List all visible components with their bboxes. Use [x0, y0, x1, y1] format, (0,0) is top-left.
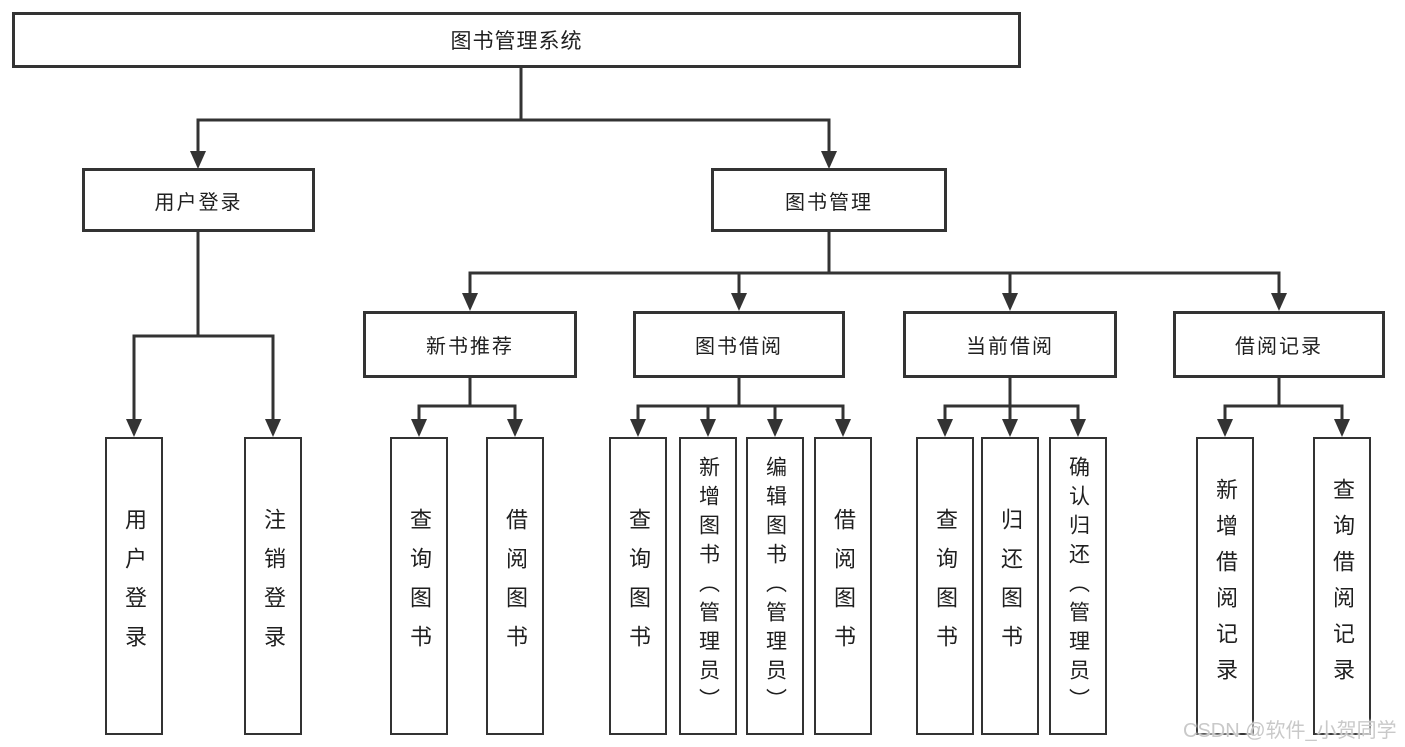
- leaf-current-query-books: 查询图书: [916, 437, 974, 735]
- node-user-login-label: 用户登录: [154, 191, 243, 214]
- node-book-management: 图书管理: [711, 168, 947, 232]
- node-book-borrow: 图书借阅: [633, 311, 845, 378]
- leaf-add-borrow-record-label: 新增借阅记录: [1213, 478, 1238, 694]
- node-borrow-records: 借阅记录: [1173, 311, 1385, 378]
- node-new-book-recommend-label: 新书推荐: [426, 336, 514, 358]
- leaf-borrow-query-books-label: 查询图书: [626, 508, 651, 664]
- node-root: 图书管理系统: [12, 12, 1021, 68]
- leaf-confirm-return-admin-label: 确认归还（管理员）: [1066, 455, 1090, 717]
- leaf-edit-books-admin-label: 编辑图书（管理员）: [763, 455, 787, 717]
- watermark-text: CSDN @软件_小贺同学: [1183, 720, 1397, 742]
- leaf-newbooks-borrow-books-label: 借阅图书: [503, 508, 528, 664]
- leaf-borrow-query-books: 查询图书: [609, 437, 667, 735]
- leaf-add-books-admin: 新增图书（管理员）: [679, 437, 737, 735]
- leaf-return-books: 归还图书: [981, 437, 1039, 735]
- node-new-book-recommend: 新书推荐: [363, 311, 577, 378]
- leaf-return-books-label: 归还图书: [998, 508, 1023, 664]
- leaf-add-borrow-record: 新增借阅记录: [1196, 437, 1254, 735]
- leaf-newbooks-borrow-books: 借阅图书: [486, 437, 544, 735]
- leaf-borrow-books-label: 借阅图书: [831, 508, 856, 664]
- leaf-query-borrow-record-label: 查询借阅记录: [1330, 478, 1355, 694]
- leaf-user-login: 用户登录: [105, 437, 163, 735]
- node-borrow-records-label: 借阅记录: [1235, 336, 1323, 358]
- leaf-logout: 注销登录: [244, 437, 302, 735]
- leaf-confirm-return-admin: 确认归还（管理员）: [1049, 437, 1107, 735]
- leaf-add-books-admin-label: 新增图书（管理员）: [696, 455, 720, 717]
- leaf-newbooks-query-books-label: 查询图书: [407, 508, 432, 664]
- node-book-management-label: 图书管理: [785, 191, 873, 214]
- node-root-label: 图书管理系统: [450, 30, 583, 53]
- leaf-edit-books-admin: 编辑图书（管理员）: [746, 437, 804, 735]
- node-book-borrow-label: 图书借阅: [695, 336, 783, 358]
- leaf-logout-label: 注销登录: [261, 508, 286, 664]
- leaf-borrow-books: 借阅图书: [814, 437, 872, 735]
- node-user-login: 用户登录: [82, 168, 315, 232]
- leaf-query-borrow-record: 查询借阅记录: [1313, 437, 1371, 735]
- leaf-user-login-label: 用户登录: [122, 508, 147, 664]
- leaf-current-query-books-label: 查询图书: [933, 508, 958, 664]
- leaf-newbooks-query-books: 查询图书: [390, 437, 448, 735]
- node-current-borrow: 当前借阅: [903, 311, 1117, 378]
- node-current-borrow-label: 当前借阅: [966, 336, 1054, 358]
- arrowheads: [126, 151, 1350, 437]
